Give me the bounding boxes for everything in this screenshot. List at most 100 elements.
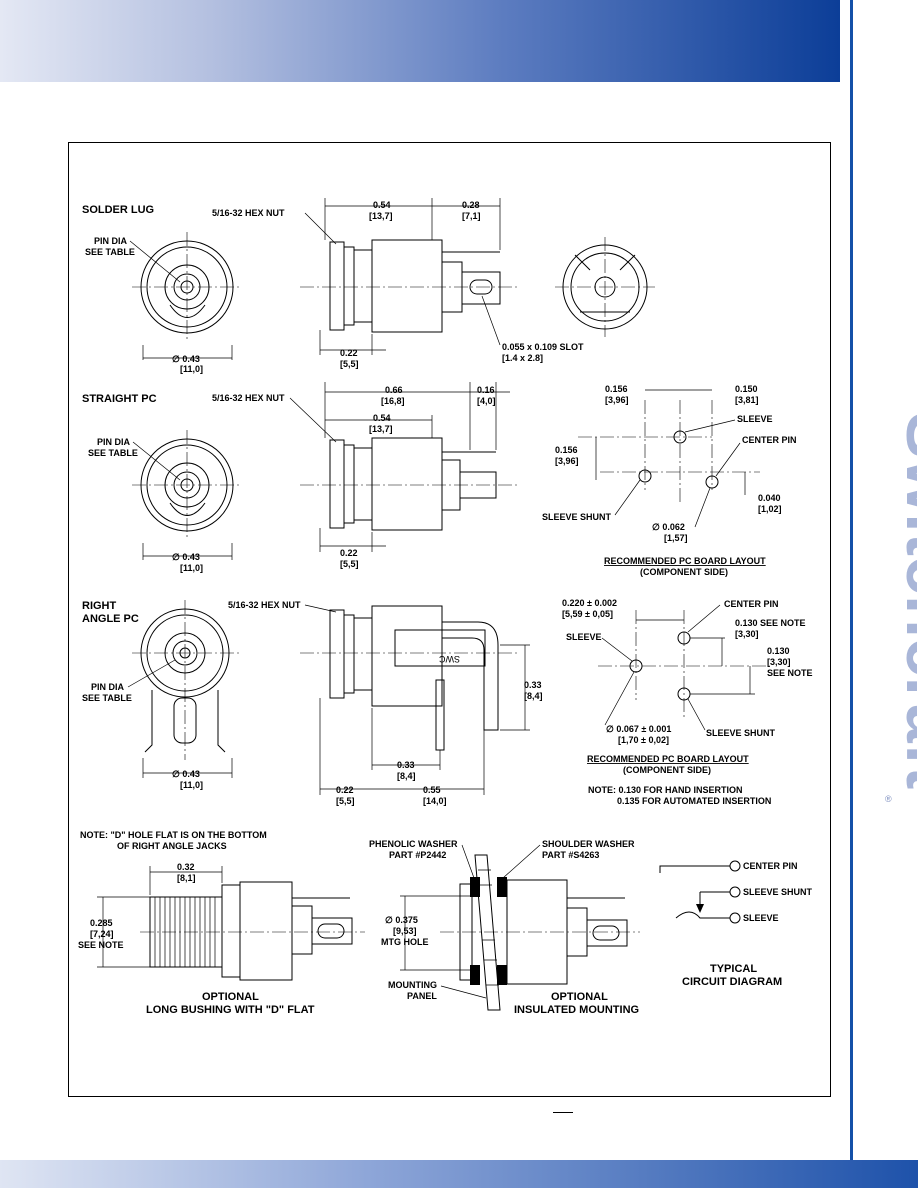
svg-text:0.16: 0.16 (477, 385, 495, 395)
straight-pc-front-view (132, 430, 242, 540)
svg-text:[3,30]: [3,30] (735, 629, 759, 639)
svg-text:[11,0]: [11,0] (180, 780, 203, 790)
svg-text:OPTIONAL: OPTIONAL (551, 991, 608, 1003)
svg-text:PIN DIA: PIN DIA (97, 437, 131, 447)
svg-text:0.130 SEE NOTE: 0.130 SEE NOTE (735, 618, 806, 628)
straight-pc-side-view (300, 437, 520, 531)
svg-text:[8,4]: [8,4] (524, 691, 543, 701)
svg-text:[5,59 ± 0,05]: [5,59 ± 0,05] (562, 609, 613, 619)
svg-text:CENTER PIN: CENTER PIN (743, 861, 798, 871)
svg-text:OPTIONAL: OPTIONAL (202, 991, 259, 1003)
svg-text:INSULATED MOUNTING: INSULATED MOUNTING (514, 1004, 639, 1016)
svg-text:CENTER PIN: CENTER PIN (724, 599, 779, 609)
svg-text:∅ 0.43: ∅ 0.43 (172, 769, 200, 779)
svg-text:[1,70 ± 0,02]: [1,70 ± 0,02] (618, 735, 669, 745)
insulated-mounting-view (440, 854, 640, 1011)
svg-text:[9,53]: [9,53] (393, 926, 417, 936)
svg-text:5/16-32 HEX NUT: 5/16-32 HEX NUT (228, 600, 301, 610)
svg-text:∅ 0.375: ∅ 0.375 (385, 915, 418, 925)
svg-text:SLEEVE SHUNT: SLEEVE SHUNT (743, 887, 813, 897)
svg-text:SLEEVE SHUNT: SLEEVE SHUNT (542, 512, 612, 522)
svg-text:0.156: 0.156 (555, 445, 578, 455)
svg-text:SLEEVE SHUNT: SLEEVE SHUNT (706, 728, 776, 738)
svg-text:0.040: 0.040 (758, 493, 781, 503)
svg-text:0.156: 0.156 (605, 384, 628, 394)
svg-text:SEE TABLE: SEE TABLE (82, 693, 132, 703)
svg-text:0.055 x 0.109 SLOT: 0.055 x 0.109 SLOT (502, 342, 584, 352)
svg-text:0.150: 0.150 (735, 384, 758, 394)
svg-text:0.33: 0.33 (524, 680, 542, 690)
straight-pc-title: STRAIGHT PC (82, 393, 157, 405)
svg-text:0.32: 0.32 (177, 862, 195, 872)
svg-text:0.66: 0.66 (385, 385, 403, 395)
svg-text:5/16-32 HEX NUT: 5/16-32 HEX NUT (212, 208, 285, 218)
header-gradient-bar (0, 0, 840, 82)
svg-text:[7,24]: [7,24] (90, 929, 114, 939)
svg-text:RECOMMENDED PC BOARD LAYOUT: RECOMMENDED PC BOARD LAYOUT (604, 556, 766, 566)
svg-text:SLEEVE: SLEEVE (743, 913, 779, 923)
svg-text:∅ 0.062: ∅ 0.062 (652, 522, 685, 532)
svg-text:[8,4]: [8,4] (397, 771, 416, 781)
svg-text:PART #S4263: PART #S4263 (542, 850, 599, 860)
svg-text:MOUNTING: MOUNTING (388, 980, 437, 990)
page-number-line (553, 1112, 573, 1125)
svg-text:[5,5]: [5,5] (336, 796, 355, 806)
svg-text:OF RIGHT ANGLE JACKS: OF RIGHT ANGLE JACKS (117, 841, 227, 851)
svg-text:RIGHT: RIGHT (82, 600, 117, 612)
svg-text:[16,8]: [16,8] (381, 396, 405, 406)
svg-text:NOTE: 0.130 FOR HAND INSERTION: NOTE: 0.130 FOR HAND INSERTION (588, 785, 743, 795)
svg-text:∅ 0.43: ∅ 0.43 (172, 354, 200, 364)
brand-wordmark: Switchcraft (892, 412, 917, 789)
swc-marking: SWC (439, 654, 460, 664)
svg-text:0.28: 0.28 (462, 200, 480, 210)
svg-text:TYPICAL: TYPICAL (710, 963, 757, 975)
svg-text:[11,0]: [11,0] (180, 563, 203, 573)
svg-text:0.22: 0.22 (340, 548, 358, 558)
svg-text:5/16-32 HEX NUT: 5/16-32 HEX NUT (212, 393, 285, 403)
svg-text:[3,96]: [3,96] (605, 395, 629, 405)
svg-text:SEE TABLE: SEE TABLE (88, 448, 138, 458)
svg-text:0.22: 0.22 (340, 348, 358, 358)
svg-text:[8,1]: [8,1] (177, 873, 196, 883)
solder-lug-rear-view (555, 237, 655, 337)
right-angle-front-view (132, 600, 240, 760)
svg-text:[13,7]: [13,7] (369, 424, 393, 434)
svg-text:[3,30]: [3,30] (767, 657, 791, 667)
svg-text:[3,81]: [3,81] (735, 395, 759, 405)
svg-text:[11,0]: [11,0] (180, 364, 203, 374)
svg-text:PHENOLIC WASHER: PHENOLIC WASHER (369, 839, 458, 849)
svg-text:[5,5]: [5,5] (340, 359, 359, 369)
svg-text:0.130: 0.130 (767, 646, 790, 656)
svg-text:[1,57]: [1,57] (664, 533, 688, 543)
svg-text:[1.4 x 2.8]: [1.4 x 2.8] (502, 353, 543, 363)
svg-text:∅ 0.067 ± 0.001: ∅ 0.067 ± 0.001 (606, 724, 671, 734)
svg-text:[14,0]: [14,0] (423, 796, 447, 806)
solder-lug-title: SOLDER LUG (82, 204, 154, 216)
svg-text:SEE TABLE: SEE TABLE (85, 247, 135, 257)
right-angle-side-view (300, 605, 520, 751)
svg-text:CIRCUIT DIAGRAM: CIRCUIT DIAGRAM (682, 976, 782, 988)
solder-lug-front-view (132, 232, 242, 342)
svg-text:(COMPONENT SIDE): (COMPONENT SIDE) (640, 567, 728, 577)
long-bushing-view (140, 881, 365, 981)
svg-text:0.285: 0.285 (90, 918, 113, 928)
svg-text:PIN DIA: PIN DIA (94, 236, 128, 246)
side-band (850, 0, 918, 1188)
svg-text:SLEEVE: SLEEVE (737, 414, 773, 424)
svg-text:[1,02]: [1,02] (758, 504, 782, 514)
svg-text:[13,7]: [13,7] (369, 211, 393, 221)
straight-pc-board-layout (578, 389, 760, 505)
svg-text:0.54: 0.54 (373, 413, 391, 423)
svg-text:ANGLE PC: ANGLE PC (82, 613, 139, 625)
svg-text:0.54: 0.54 (373, 200, 391, 210)
svg-text:SHOULDER WASHER: SHOULDER WASHER (542, 839, 635, 849)
svg-text:[7,1]: [7,1] (462, 211, 481, 221)
circuit-diagram (659, 860, 741, 924)
right-angle-board-layout (598, 610, 770, 720)
drawing-frame (68, 142, 831, 1097)
svg-text:[5,5]: [5,5] (340, 559, 359, 569)
registered-mark: ® (885, 794, 892, 804)
svg-text:0.33: 0.33 (397, 760, 415, 770)
svg-text:CENTER PIN: CENTER PIN (742, 435, 797, 445)
